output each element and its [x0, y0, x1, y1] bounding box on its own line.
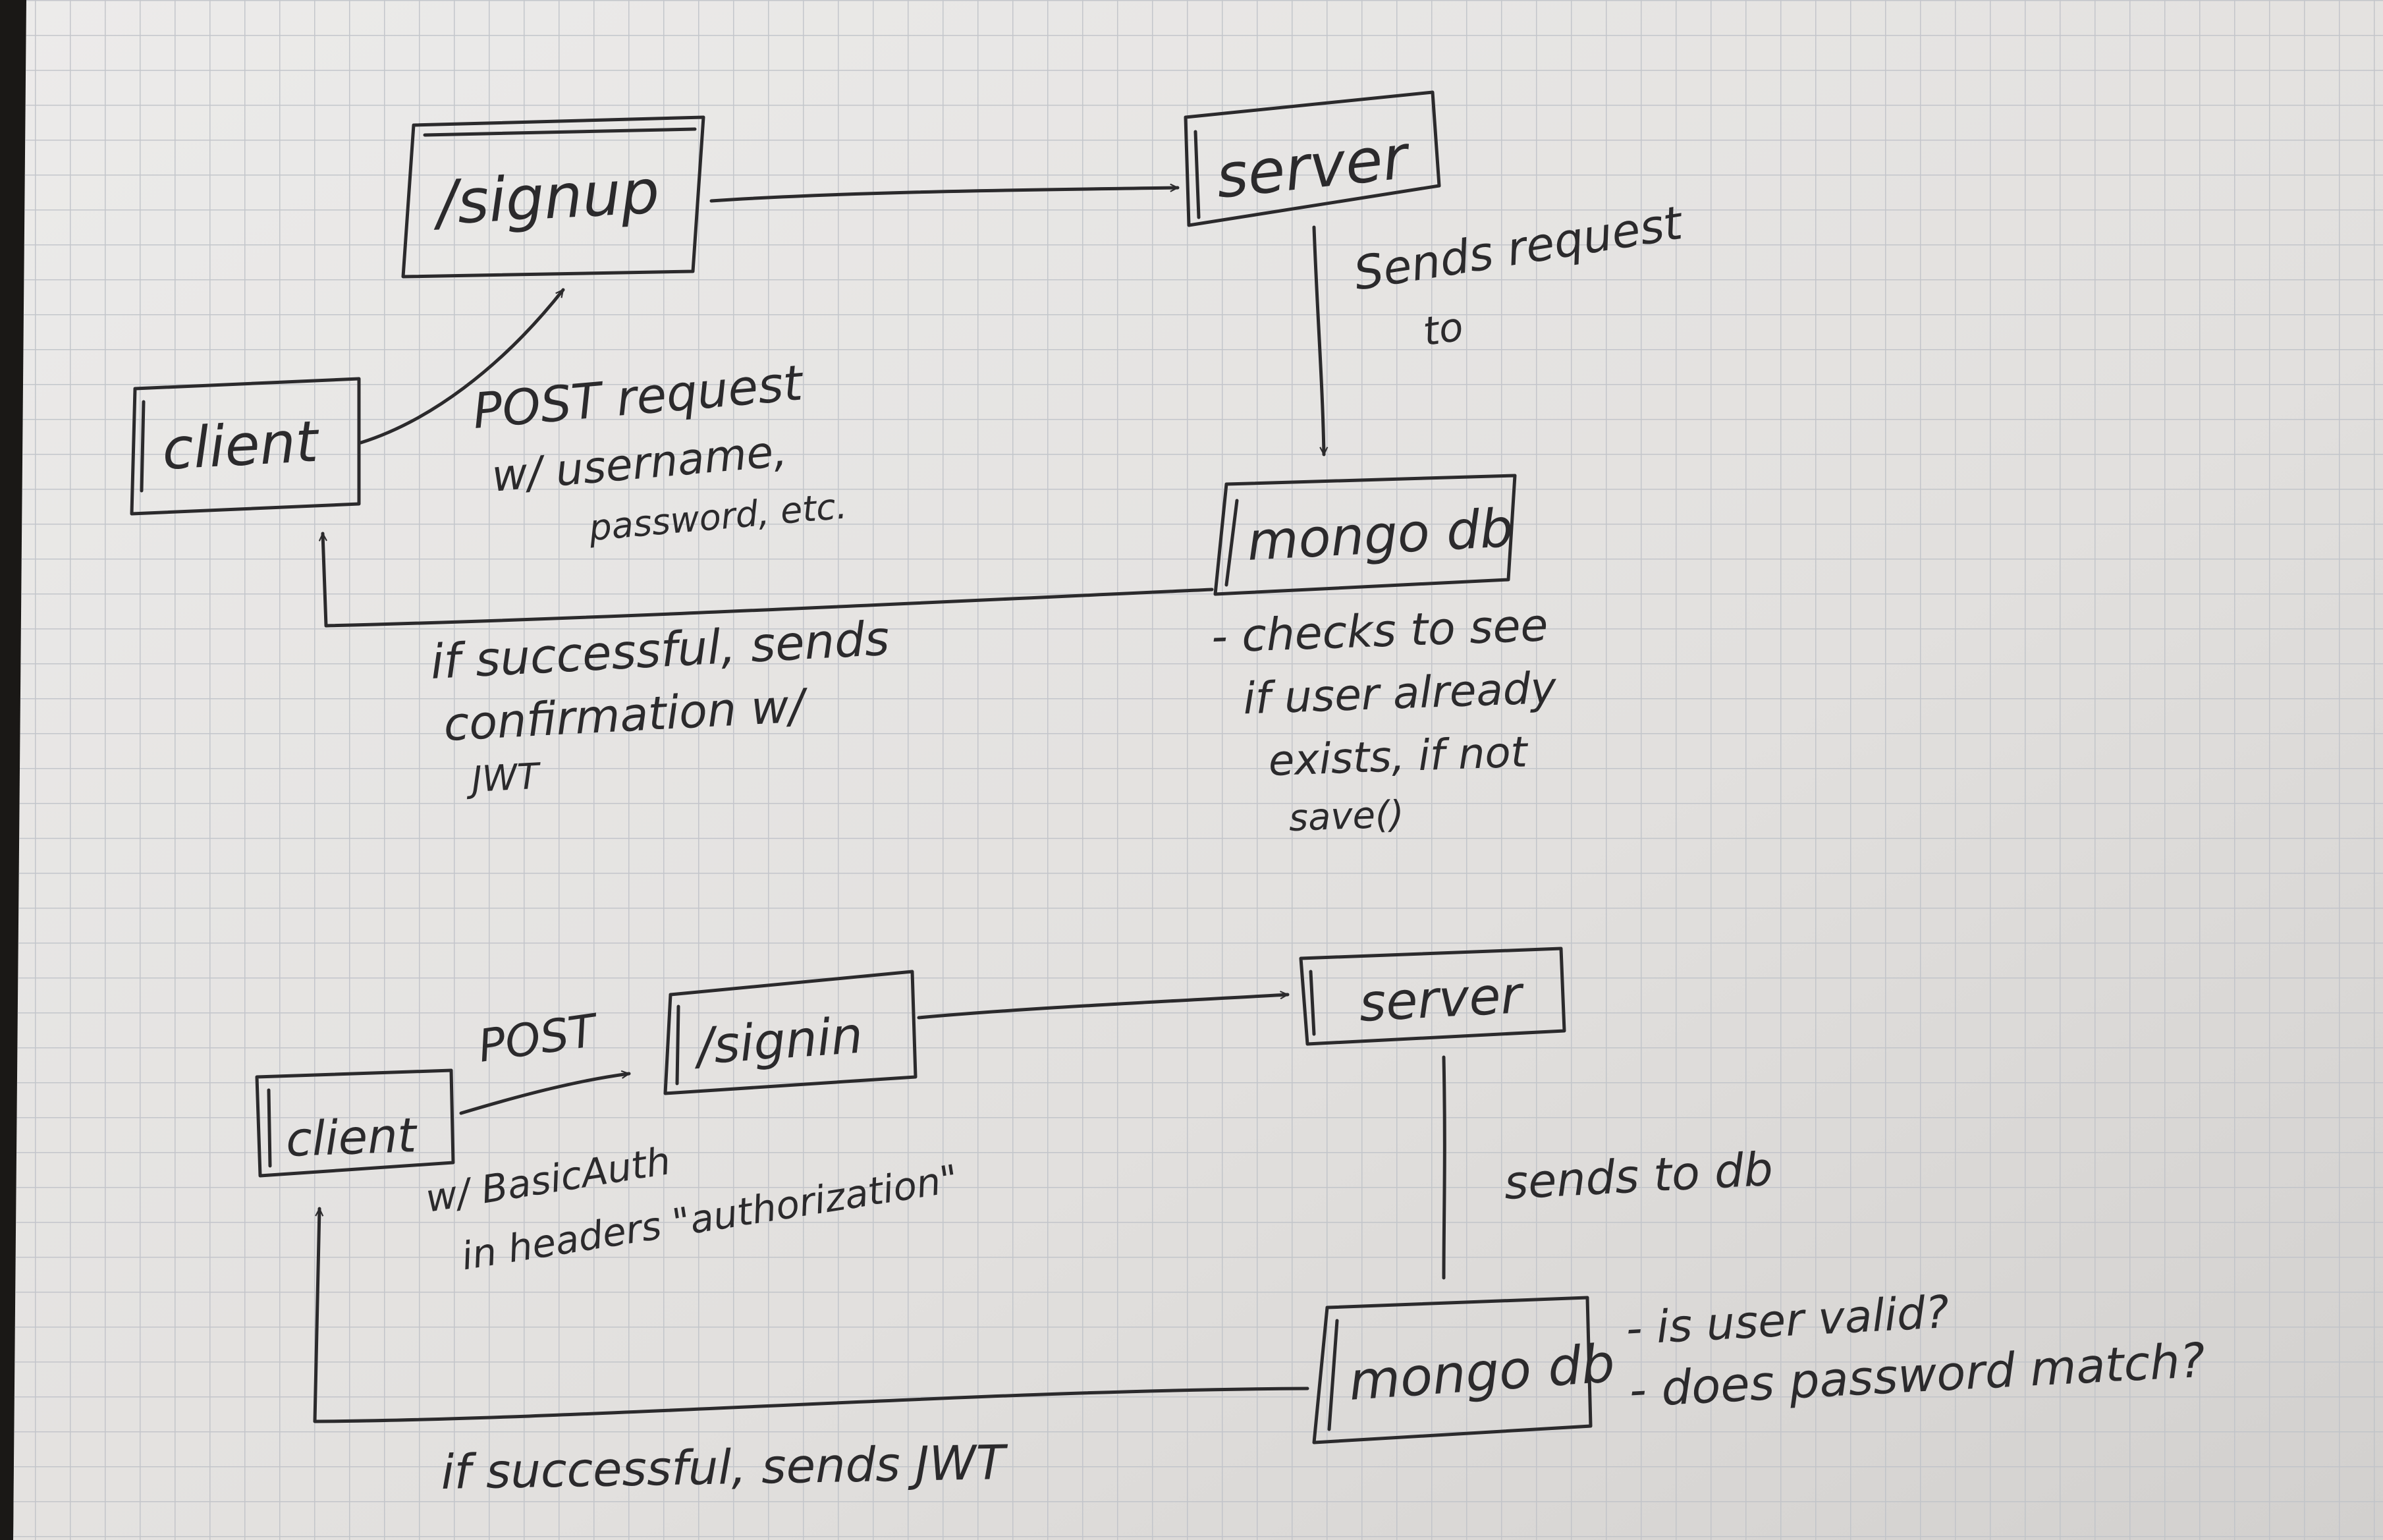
mongodb-to-client-return-arrow	[323, 532, 1214, 628]
signin-endpoint-box	[663, 970, 918, 1095]
signup-endpoint-label: /signup	[431, 156, 661, 238]
signup-success-note-line3: JWT	[464, 755, 542, 800]
signup-mongodb-box	[1213, 474, 1517, 596]
mongodb-check-note-line1: - checks to see	[1211, 599, 1549, 663]
signup-client-label: client	[161, 409, 321, 483]
mongodb-check-note-line2: if user already	[1242, 663, 1558, 725]
mongodb-check-note-line4: save()	[1288, 793, 1405, 840]
signin-mongodb-box	[1312, 1296, 1593, 1444]
signin-client-label: client	[285, 1107, 419, 1167]
signin-endpoint-label: /signin	[691, 1006, 865, 1076]
signin-client-box	[255, 1068, 455, 1178]
signup-to-server-arrow	[709, 188, 1180, 203]
signin-server-box	[1299, 947, 1566, 1046]
signup-endpoint-box	[401, 115, 705, 279]
signin-to-server-arrow	[917, 995, 1290, 1020]
signup-mongodb-label: mongo db	[1246, 497, 1515, 572]
signup-client-box	[130, 377, 361, 516]
signup-flow	[130, 90, 1517, 628]
server-to-mongodb-arrow	[1312, 225, 1324, 456]
signup-server-box	[1184, 90, 1441, 227]
signin-server-label: server	[1357, 966, 1526, 1033]
sends-request-note-line2: to	[1420, 304, 1466, 356]
client-to-signin-arrow	[459, 1074, 631, 1115]
signin-flow	[255, 947, 1593, 1444]
signin-success-note: if successful, sends JWT	[441, 1435, 1009, 1500]
mongodb-to-client-return-arrow	[313, 1207, 1309, 1423]
client-to-signup-arrow	[359, 288, 565, 445]
mongodb-check-note-line3: exists, if not	[1268, 728, 1530, 786]
